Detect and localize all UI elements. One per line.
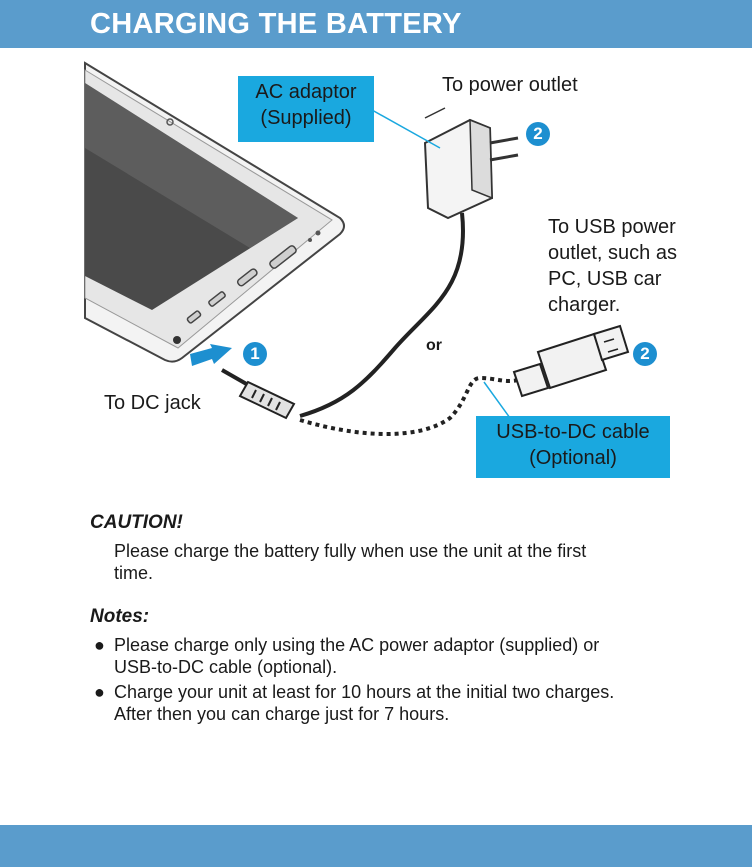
usb-cable-callout-line2: (Optional) bbox=[529, 447, 617, 469]
caution-line2: time. bbox=[114, 563, 154, 583]
dc-jack-label: To DC jack bbox=[104, 392, 201, 414]
caution-heading: CAUTION! bbox=[90, 512, 183, 533]
step-2-badge-usb: 2 bbox=[633, 342, 657, 366]
ac-adaptor-callout-line1: AC adaptor bbox=[255, 81, 357, 103]
usb-outlet-label-line4: charger. bbox=[548, 294, 621, 316]
list-item: ● Charge your unit at least for 10 hours… bbox=[90, 681, 710, 725]
ac-adaptor-callout-line2: (Supplied) bbox=[260, 107, 352, 129]
ac-adaptor-leader bbox=[371, 109, 441, 149]
caution-line1: Please charge the battery fully when use… bbox=[114, 541, 587, 561]
power-outlet-label: To power outlet bbox=[442, 74, 578, 96]
usb-cable-leader bbox=[483, 381, 511, 419]
bullet-icon: ● bbox=[94, 635, 105, 655]
header-bar: CHARGING THE BATTERY bbox=[0, 0, 752, 48]
note-1-line1: Please charge only using the AC power ad… bbox=[114, 635, 600, 655]
usb-cable bbox=[299, 375, 519, 436]
notes-heading: Notes: bbox=[90, 606, 150, 627]
usb-cable-callout: USB-to-DC cable (Optional) bbox=[476, 416, 670, 478]
caution-body: Please charge the battery fully when use… bbox=[114, 540, 710, 584]
list-item: ● Please charge only using the AC power … bbox=[90, 634, 710, 678]
note-2-line2: After then you can charge just for 7 hou… bbox=[114, 704, 450, 724]
step-2-badge-ac: 2 bbox=[526, 122, 550, 146]
usb-cable-callout-line1: USB-to-DC cable bbox=[496, 421, 650, 443]
step-1-badge: 1 bbox=[243, 342, 267, 366]
bullet-icon: ● bbox=[94, 682, 105, 702]
usb-outlet-label-line3: PC, USB car bbox=[548, 268, 662, 290]
footer-bar bbox=[0, 825, 752, 867]
ac-adaptor-callout: AC adaptor (Supplied) bbox=[238, 76, 374, 142]
usb-outlet-label: To USB power outlet, such as PC, USB car… bbox=[548, 214, 677, 318]
notes-section: Notes: ● Please charge only using the AC… bbox=[90, 606, 710, 728]
charging-diagram bbox=[84, 61, 630, 436]
usb-plug-illustration bbox=[512, 324, 630, 398]
usb-outlet-label-line2: outlet, such as bbox=[548, 242, 677, 264]
tablet-illustration bbox=[84, 61, 345, 363]
ac-adaptor-illustration bbox=[423, 107, 519, 220]
insert-arrow-icon bbox=[190, 344, 232, 366]
note-1-line2: USB-to-DC cable (optional). bbox=[114, 657, 338, 677]
notes-list: ● Please charge only using the AC power … bbox=[90, 634, 710, 725]
or-label: or bbox=[426, 337, 442, 354]
dc-plug-illustration bbox=[221, 368, 296, 420]
page-title: CHARGING THE BATTERY bbox=[90, 8, 462, 40]
note-2-line1: Charge your unit at least for 10 hours a… bbox=[114, 682, 615, 702]
caution-section: CAUTION! Please charge the battery fully… bbox=[90, 512, 710, 584]
ac-cable bbox=[299, 212, 465, 418]
usb-outlet-label-line1: To USB power bbox=[548, 216, 676, 238]
